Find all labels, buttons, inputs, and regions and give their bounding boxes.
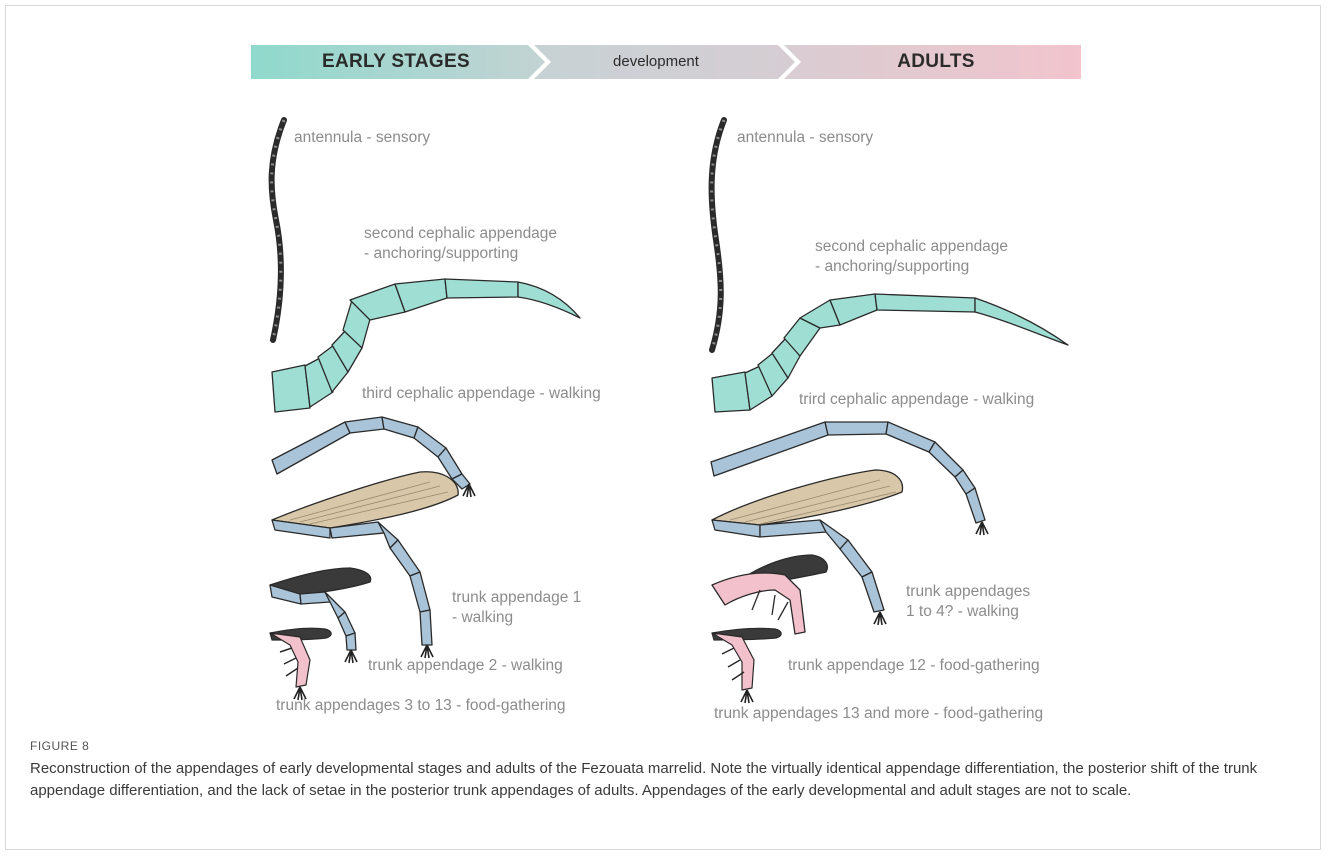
early-antennula-label: antennula - sensory: [294, 128, 430, 148]
adult-trunk13-label: trunk appendages 13 and more - food-gath…: [714, 704, 1043, 724]
early-trunk2-label: trunk appendage 2 - walking: [368, 656, 563, 676]
adult-third-cephalic-label: trird cephalic appendage - walking: [799, 390, 1034, 410]
adult-second-cephalic-label-line2: - anchoring/supporting: [815, 257, 969, 277]
adult-antennula-label: antennula - sensory: [737, 128, 873, 148]
figure-caption: Reconstruction of the appendages of earl…: [30, 758, 1300, 802]
early-trunk3-13-label: trunk appendages 3 to 13 - food-gatherin…: [276, 696, 566, 716]
figure-number: FIGURE 8: [30, 739, 89, 753]
early-trunk-appendage-2: [270, 568, 371, 663]
adult-trunk-appendages-13-plus: [712, 628, 781, 703]
early-trunk-appendages-3-13: [270, 628, 331, 700]
early-third-cephalic-label: third cephalic appendage - walking: [362, 384, 601, 404]
early-trunk1-label-line2: - walking: [452, 608, 513, 628]
adult-second-cephalic-label-line1: second cephalic appendage: [815, 237, 1008, 257]
adult-antennula: [712, 120, 724, 350]
adult-trunk-appendages-1-4: [712, 470, 903, 625]
adult-trunk1-4-label-line1: trunk appendages: [906, 582, 1030, 602]
early-trunk1-label-line1: trunk appendage 1: [452, 588, 581, 608]
adult-trunk-appendage-12: [712, 555, 827, 634]
adult-trunk1-4-label-line2: 1 to 4? - walking: [906, 602, 1019, 622]
adult-trunk12-label: trunk appendage 12 - food-gathering: [788, 656, 1040, 676]
early-second-cephalic-label-line1: second cephalic appendage: [364, 224, 557, 244]
early-second-cephalic-label-line2: - anchoring/supporting: [364, 244, 518, 264]
early-antennula: [272, 120, 284, 340]
